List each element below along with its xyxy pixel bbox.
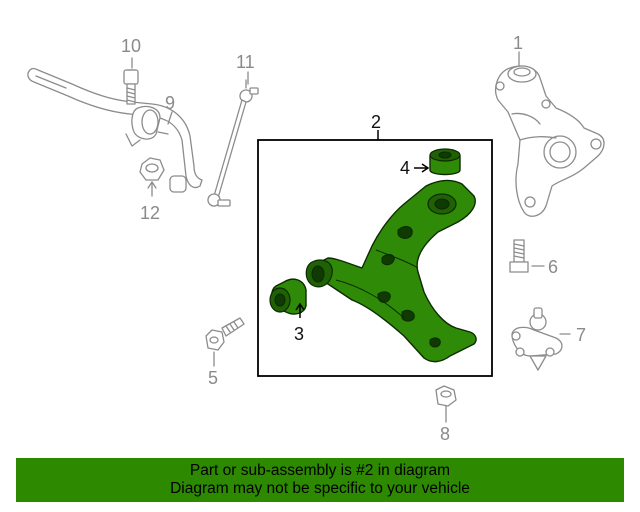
callout-10: 10 [121,36,141,56]
footer-line-2: Diagram may not be specific to your vehi… [170,480,470,497]
stabilizer-link [207,79,259,207]
callout-4: 4 [400,158,410,178]
control-arm [305,179,477,363]
callout-12: 12 [140,203,160,223]
leader-lines [131,51,571,423]
callout-6: 6 [548,257,558,277]
nut-8 [435,385,457,407]
nut-12 [139,157,165,197]
callout-2: 2 [371,112,381,132]
callout-5: 5 [208,368,218,388]
parts-diagram: 1 2 3 4 5 6 7 8 9 10 11 12 [27,33,605,444]
ball-joint [511,307,563,371]
callout-1: 1 [513,33,523,53]
bolt-6 [509,239,529,273]
callout-3: 3 [294,324,304,344]
bushing-3 [269,278,307,315]
callout-9: 9 [165,93,175,113]
footer-banner: Part or sub-assembly is #2 in diagram Di… [16,458,624,502]
callout-11: 11 [236,52,255,72]
steering-knuckle [495,65,605,217]
bushing-4 [429,148,461,176]
bolt-10 [123,69,139,105]
footer-line-1: Part or sub-assembly is #2 in diagram [189,462,451,479]
part-2-frame [257,139,493,377]
callout-8: 8 [440,424,450,444]
callout-7: 7 [576,325,586,345]
bolt-5 [205,317,245,351]
stabilizer-bar [27,67,203,193]
